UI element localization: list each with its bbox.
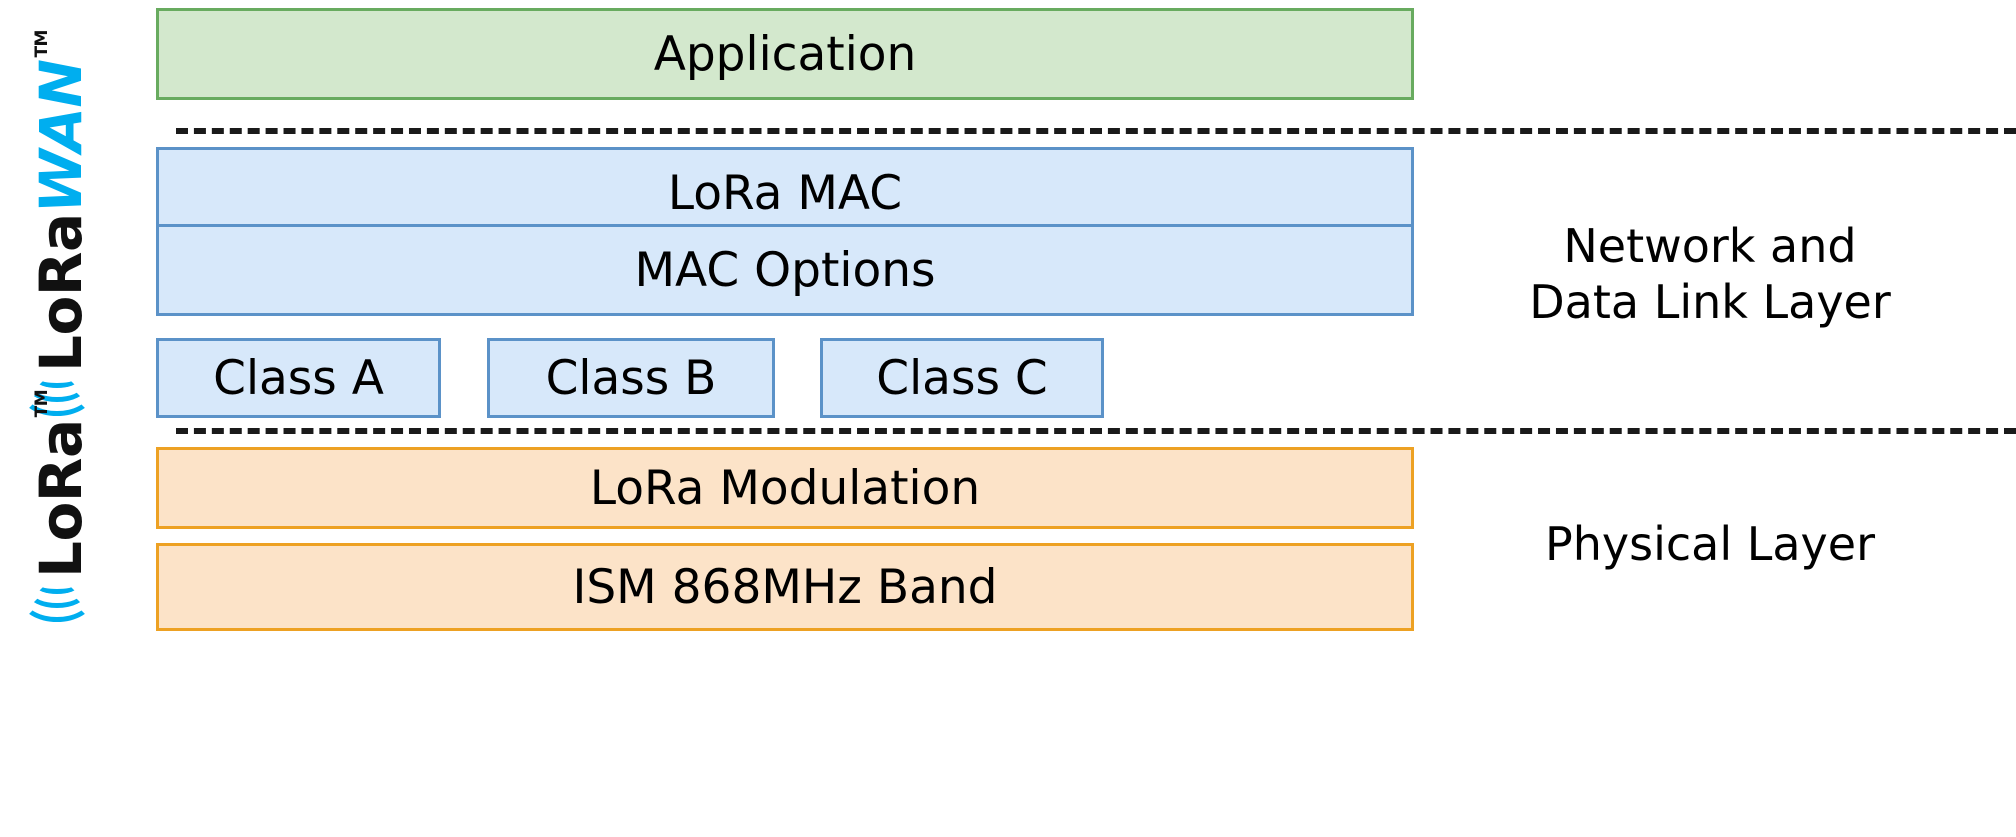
layer-box-ism-band[interactable]: ISM 868MHz Band bbox=[156, 543, 1414, 631]
layer-label-lora-mac: LoRa MAC bbox=[667, 165, 903, 221]
layer-box-class-b[interactable]: Class B bbox=[487, 338, 775, 418]
side-label-physical-line1: Physical Layer bbox=[1545, 517, 1875, 571]
layer-box-class-a[interactable]: Class A bbox=[156, 338, 441, 418]
layer-label-application: Application bbox=[653, 26, 917, 82]
divider-application-network bbox=[176, 128, 2016, 134]
lorawan-logo-accent: WAN bbox=[27, 59, 95, 214]
lora-logo-text: LoRa bbox=[27, 419, 95, 578]
layer-label-lora-modulation: LoRa Modulation bbox=[589, 460, 981, 516]
lorawan-logo-text: LoRaWAN bbox=[27, 60, 95, 372]
layer-box-class-c[interactable]: Class C bbox=[820, 338, 1104, 418]
side-label-network-data-link: Network and Data Link Layer bbox=[1430, 218, 1990, 330]
lorawan-logo: LoRaWAN TM bbox=[18, 30, 95, 418]
layer-box-mac-options[interactable]: MAC Options bbox=[156, 224, 1414, 316]
layer-box-lora-mac[interactable]: LoRa MAC bbox=[156, 147, 1414, 239]
layer-label-class-c: Class C bbox=[876, 350, 1048, 406]
layer-box-application[interactable]: Application bbox=[156, 8, 1414, 100]
lora-trademark-symbol: TM bbox=[32, 389, 52, 418]
lora-signal-waves-left-icon bbox=[21, 578, 93, 624]
layer-label-class-b: Class B bbox=[545, 350, 717, 406]
layer-label-ism-band: ISM 868MHz Band bbox=[572, 559, 998, 615]
side-label-physical: Physical Layer bbox=[1430, 516, 1990, 572]
lorawan-logo-prefix: LoRa bbox=[27, 213, 95, 372]
lora-logo: LoRa TM bbox=[18, 389, 95, 624]
side-label-network-line1: Network and bbox=[1563, 219, 1857, 273]
lorawan-trademark-symbol: TM bbox=[32, 30, 52, 58]
side-label-network-line2: Data Link Layer bbox=[1529, 275, 1891, 330]
layer-label-class-a: Class A bbox=[213, 350, 384, 406]
layer-box-lora-modulation[interactable]: LoRa Modulation bbox=[156, 447, 1414, 529]
divider-network-physical bbox=[176, 428, 2016, 434]
layer-label-mac-options: MAC Options bbox=[634, 242, 936, 298]
